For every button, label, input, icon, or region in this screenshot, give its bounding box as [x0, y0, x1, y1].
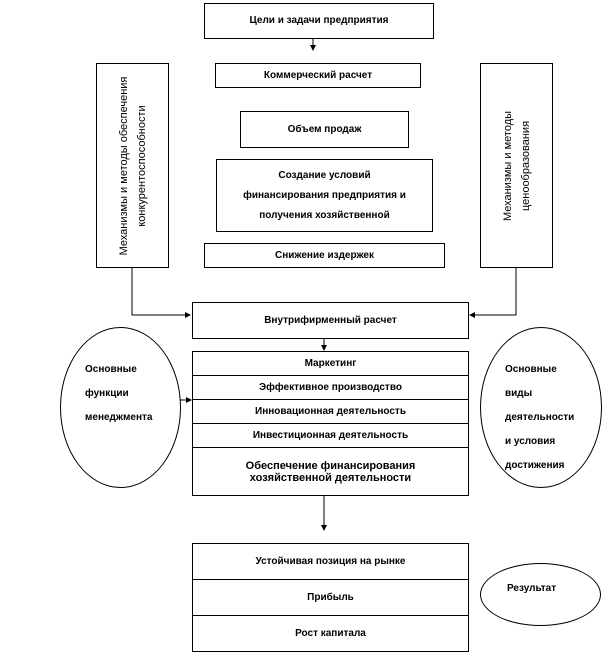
activity-row: Эффективное производство [193, 376, 468, 400]
results-stack: Устойчивая позиция на рынке Прибыль Рост… [192, 543, 469, 652]
activity-row: Обеспечение финансирования хозяйственной… [193, 448, 468, 495]
right-mechanisms-label: Механизмы и методы ценообразования [501, 110, 532, 221]
activity-row: Маркетинг [193, 352, 468, 376]
goals-box: Цели и задачи предприятия [204, 3, 434, 39]
left-mechanisms-box: Механизмы и методы обеспечения конкурент… [96, 63, 169, 268]
internal-calc-box: Внутрифирменный расчет [192, 302, 469, 339]
main-activities-label: Основные виды деятельности и условия дос… [505, 364, 575, 471]
result-ellipse: Результат [480, 563, 601, 626]
activities-stack: Маркетинг Эффективное производство Иннов… [192, 351, 469, 496]
sales-volume-box: Объем продаж [240, 111, 409, 148]
result-row: Прибыль [193, 580, 468, 616]
management-functions-label: Основные функции менеджмента [85, 364, 153, 423]
management-functions-ellipse: Основные функции менеджмента [60, 327, 181, 488]
commercial-calc-box: Коммерческий расчет [215, 63, 421, 88]
goals-label: Цели и задачи предприятия [249, 15, 389, 26]
cost-reduction-label: Снижение издержек [275, 249, 374, 261]
activity-row: Инновационная деятельность [193, 400, 468, 424]
main-activities-ellipse: Основные виды деятельности и условия дос… [480, 327, 602, 488]
result-label: Рост капитала [295, 628, 366, 639]
activity-label: Обеспечение финансирования хозяйственной… [245, 459, 416, 484]
internal-calc-label: Внутрифирменный расчет [264, 314, 397, 326]
activity-label: Инновационная деятельность [255, 406, 406, 417]
left-mechanisms-label: Механизмы и методы обеспечения конкурент… [117, 76, 148, 255]
activity-label: Инвестиционная деятельность [252, 430, 409, 441]
financing-conditions-label: Создание условий финансирования предприя… [243, 169, 406, 221]
commercial-calc-label: Коммерческий расчет [263, 69, 373, 81]
sales-volume-label: Объем продаж [287, 123, 362, 135]
result-row: Рост капитала [193, 616, 468, 651]
activity-label: Эффективное производство [259, 382, 402, 393]
arrow-left-mechanisms [131, 267, 191, 318]
result-label: Прибыль [307, 592, 354, 603]
result-row: Устойчивая позиция на рынке [193, 544, 468, 580]
result-ellipse-label: Результат [507, 583, 557, 594]
arrow-right-mechanisms [469, 267, 517, 318]
activity-row: Инвестиционная деятельность [193, 424, 468, 448]
activity-label: Маркетинг [304, 358, 357, 369]
cost-reduction-box: Снижение издержек [204, 243, 445, 268]
financing-conditions-box: Создание условий финансирования предприя… [216, 159, 433, 232]
result-label: Устойчивая позиция на рынке [255, 556, 406, 567]
right-mechanisms-box: Механизмы и методы ценообразования [480, 63, 553, 268]
